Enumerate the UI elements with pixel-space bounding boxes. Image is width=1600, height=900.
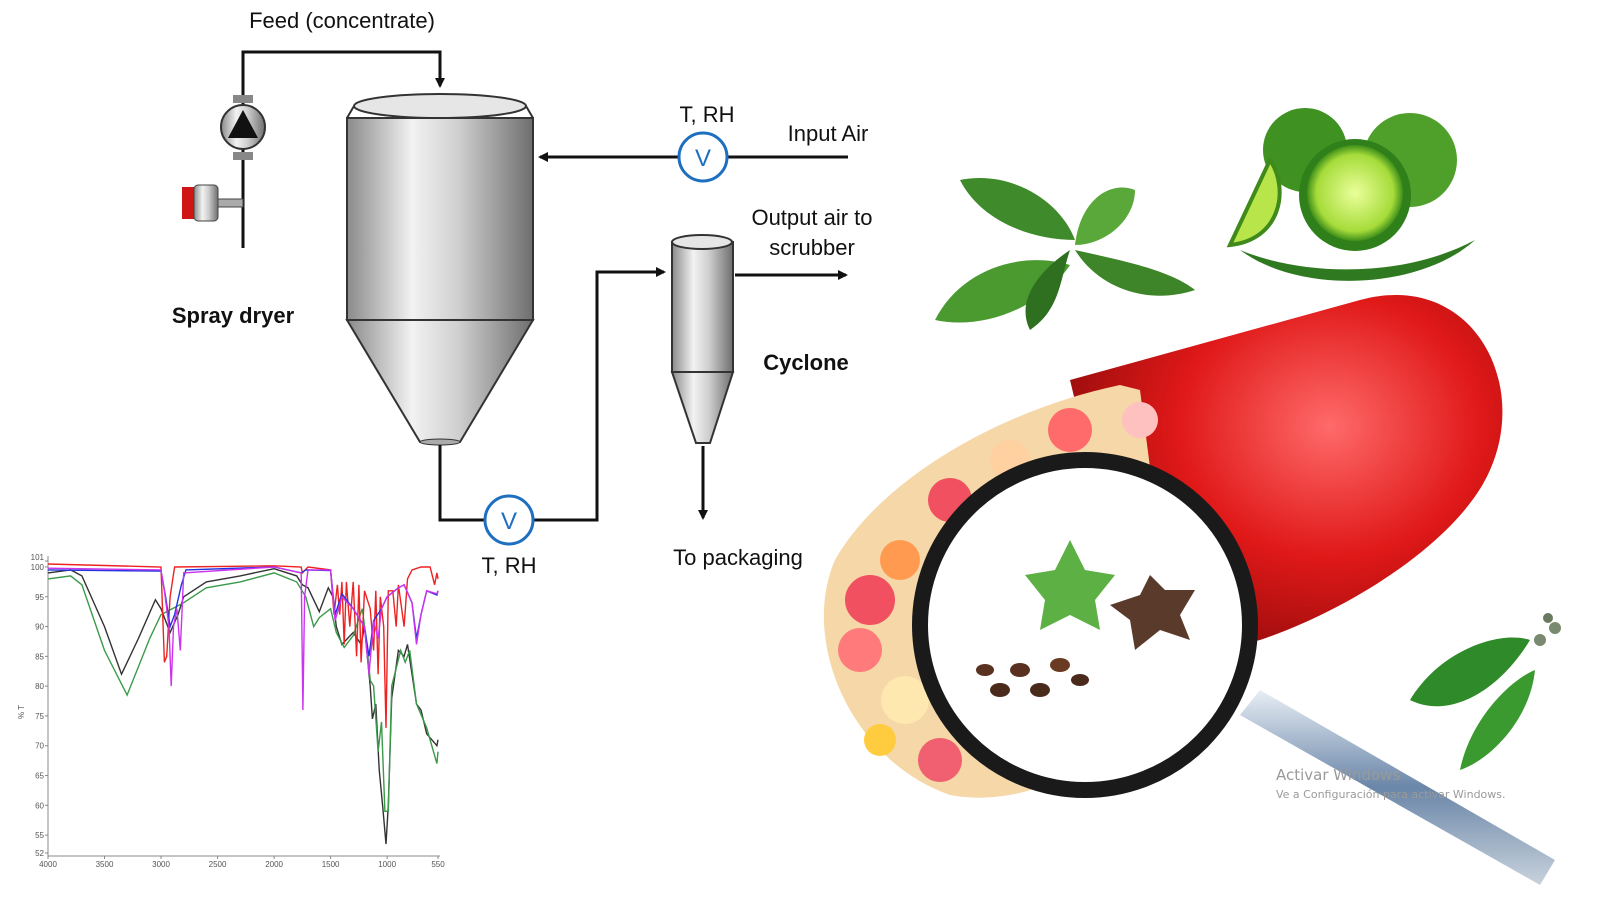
series-red bbox=[47, 563, 439, 728]
valve-top: V bbox=[677, 131, 729, 183]
y-axis-label: % T bbox=[17, 705, 26, 719]
valve-symbol: V bbox=[501, 508, 517, 535]
watermark-title: Activar Windows bbox=[1276, 766, 1401, 784]
y-tick-label: 85 bbox=[35, 652, 44, 661]
x-tick-label: 2000 bbox=[265, 860, 283, 869]
limes-image bbox=[1226, 108, 1475, 281]
x-tick-label: 3500 bbox=[96, 860, 114, 869]
input-air-label: Input Air bbox=[788, 121, 869, 146]
sensor-top-label: T, RH bbox=[680, 102, 735, 127]
cyclone-label: Cyclone bbox=[763, 350, 849, 375]
y-tick-label: 52 bbox=[35, 849, 44, 858]
dryer-to-cyclone-line bbox=[438, 267, 666, 522]
x-tick-label: 1500 bbox=[322, 860, 340, 869]
x-tick-label: 1000 bbox=[378, 860, 396, 869]
magnifier-image bbox=[912, 452, 1555, 885]
pump-icon bbox=[220, 95, 266, 160]
sacha-inchi-fruits bbox=[976, 540, 1195, 697]
y-tick-label: 55 bbox=[35, 831, 44, 840]
valve-symbol: V bbox=[695, 145, 711, 172]
output-air-label-line2: scrubber bbox=[769, 235, 855, 260]
output-air-label-line1: Output air to bbox=[751, 205, 872, 230]
y-tick-label: 60 bbox=[35, 801, 44, 810]
x-tick-label: 3000 bbox=[152, 860, 170, 869]
valve-bottom: V bbox=[483, 494, 535, 546]
spray-dryer-label: Spray dryer bbox=[172, 303, 295, 328]
cyclone-vessel bbox=[670, 234, 735, 444]
y-tick-label: 90 bbox=[35, 623, 44, 632]
y-tick-label: 101 bbox=[31, 553, 45, 562]
feed-label: Feed (concentrate) bbox=[249, 8, 435, 33]
packaging-label: To packaging bbox=[673, 545, 803, 570]
series-green bbox=[47, 572, 439, 812]
series-purple bbox=[47, 566, 439, 711]
y-tick-label: 70 bbox=[35, 742, 44, 751]
y-tick-label: 75 bbox=[35, 712, 44, 721]
y-tick-label: 100 bbox=[31, 563, 45, 572]
motor-icon bbox=[182, 184, 244, 222]
watermark-subtitle: Ve a Configuración para activar Windows. bbox=[1276, 788, 1506, 801]
y-tick-label: 80 bbox=[35, 682, 44, 691]
y-tick-label: 65 bbox=[35, 772, 44, 781]
eucalyptus-leaves-image bbox=[1410, 613, 1561, 770]
spray-drying-diagram: Feed (concentrate) Spray dryer V T, RH bbox=[172, 8, 873, 578]
y-tick-label: 95 bbox=[35, 593, 44, 602]
basil-leaves-image bbox=[935, 178, 1195, 330]
spray-dryer-vessel bbox=[345, 93, 535, 446]
x-tick-label: 550 bbox=[431, 860, 445, 869]
series-black bbox=[47, 567, 439, 845]
sensor-bottom-label: T, RH bbox=[482, 553, 537, 578]
x-tick-label: 4000 bbox=[39, 860, 57, 869]
x-tick-label: 2500 bbox=[209, 860, 227, 869]
